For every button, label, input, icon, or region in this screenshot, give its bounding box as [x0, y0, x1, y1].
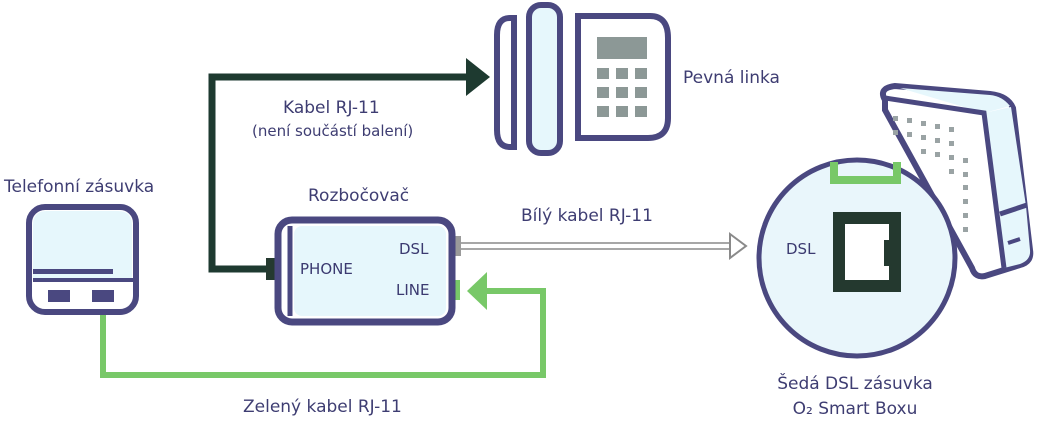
line-plug	[452, 280, 460, 300]
wall-socket-icon	[26, 204, 139, 315]
phone-cable-note: (není součástí balení)	[252, 122, 414, 140]
landline-label: Pevná linka	[683, 68, 780, 88]
splitter-label: Rozbočovač	[308, 186, 410, 206]
green-port-edge	[830, 162, 901, 184]
splitter-icon	[274, 216, 456, 326]
phone-plug	[266, 258, 276, 280]
smart-box-vents	[893, 116, 968, 232]
phone-cable-arrowhead	[466, 58, 490, 96]
phone-cable-label: Kabel RJ-11	[283, 98, 380, 118]
white-cable-label: Bílý kabel RJ-11	[521, 206, 653, 226]
white-cable	[452, 232, 748, 260]
dsl-socket-label-line2: O₂ Smart Boxu	[792, 399, 918, 419]
dsl-plug	[452, 236, 461, 256]
dsl-port-icon	[833, 212, 901, 292]
splitter-port-dsl: DSL	[399, 240, 429, 258]
splitter-port-line: LINE	[396, 281, 430, 299]
wall-socket-label: Telefonní zásuvka	[4, 177, 155, 197]
dsl-socket-label-line1: Šedá DSL zásuvka	[777, 374, 933, 394]
phone-cable	[208, 58, 490, 280]
landline-phone-icon	[494, 2, 671, 156]
green-cable-label: Zelený kabel RJ-11	[243, 397, 402, 417]
white-cable-arrowhead	[729, 232, 748, 260]
splitter-port-phone: PHONE	[300, 260, 353, 278]
phone-display	[597, 37, 647, 59]
phone-keypad	[597, 68, 647, 117]
green-cable	[100, 272, 546, 378]
smart-box-port-dsl: DSL	[786, 240, 816, 258]
dsl-socket-magnifier	[756, 157, 958, 359]
green-cable-arrowhead	[467, 272, 487, 310]
smart-box-icon	[880, 82, 1034, 280]
